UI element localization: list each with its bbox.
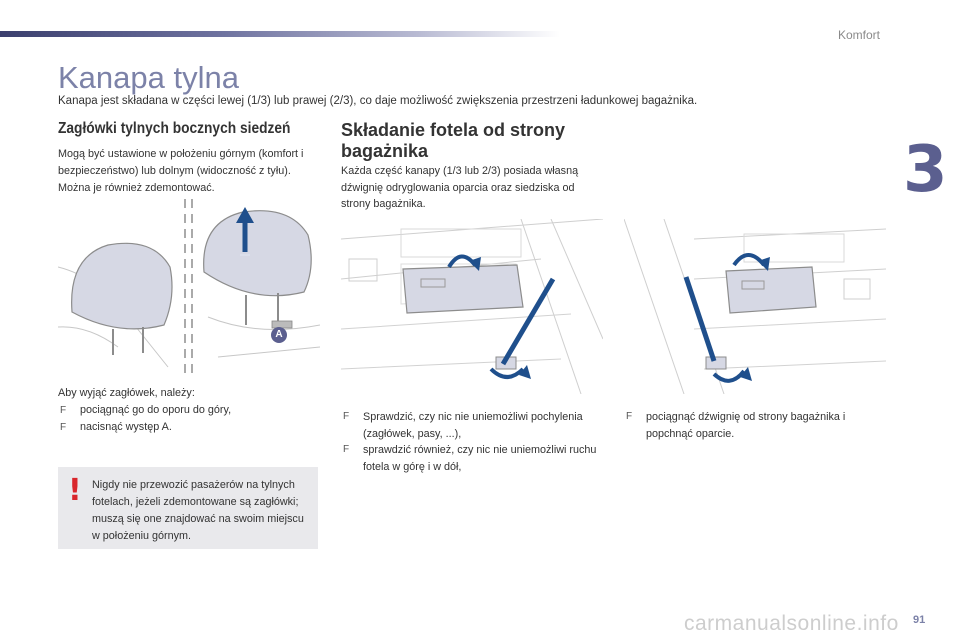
label-a-badge: A: [271, 327, 287, 343]
warning-icon: !: [68, 473, 82, 508]
page-intro: Kanapa jest składana w części lewej (1/3…: [58, 95, 698, 107]
trunk-lever-illustration-1: [341, 219, 603, 394]
watermark: carmanualsonline.info: [684, 612, 899, 635]
headrest-heading: Zagłówki tylnych bocznych siedzeń: [58, 120, 291, 137]
bullet-icon: F: [60, 422, 67, 433]
section-label: Komfort: [838, 28, 881, 42]
page-title: Kanapa tylna: [58, 60, 239, 95]
bullet-icon: F: [626, 411, 633, 422]
bullet-icon: F: [60, 405, 67, 416]
bullet-icon: F: [343, 411, 350, 422]
warning-text: Nigdy nie przewozić pasażerów na tylnych…: [92, 479, 304, 542]
headrest-illustration: A: [58, 197, 320, 377]
trunk-lever-illustration-2: [624, 219, 886, 394]
headrest-paragraph: Mogą być ustawione w położeniu górnym (k…: [58, 148, 304, 194]
fold-heading: Składanie fotela od strony bagażnika: [341, 120, 566, 161]
remove-intro: Aby wyjąć zagłówek, należy:: [58, 387, 195, 399]
warning-box: ! Nigdy nie przewozić pasażerów na tylny…: [58, 467, 318, 549]
label-a: A: [275, 329, 283, 340]
fold-paragraph: Każda część kanapy (1/3 lub 2/3) posiada…: [341, 165, 579, 210]
chapter-number: 3: [903, 133, 948, 207]
page-number: 91: [913, 614, 926, 626]
bullet-icon: F: [343, 444, 350, 455]
header-gradient-bar: [0, 31, 560, 37]
